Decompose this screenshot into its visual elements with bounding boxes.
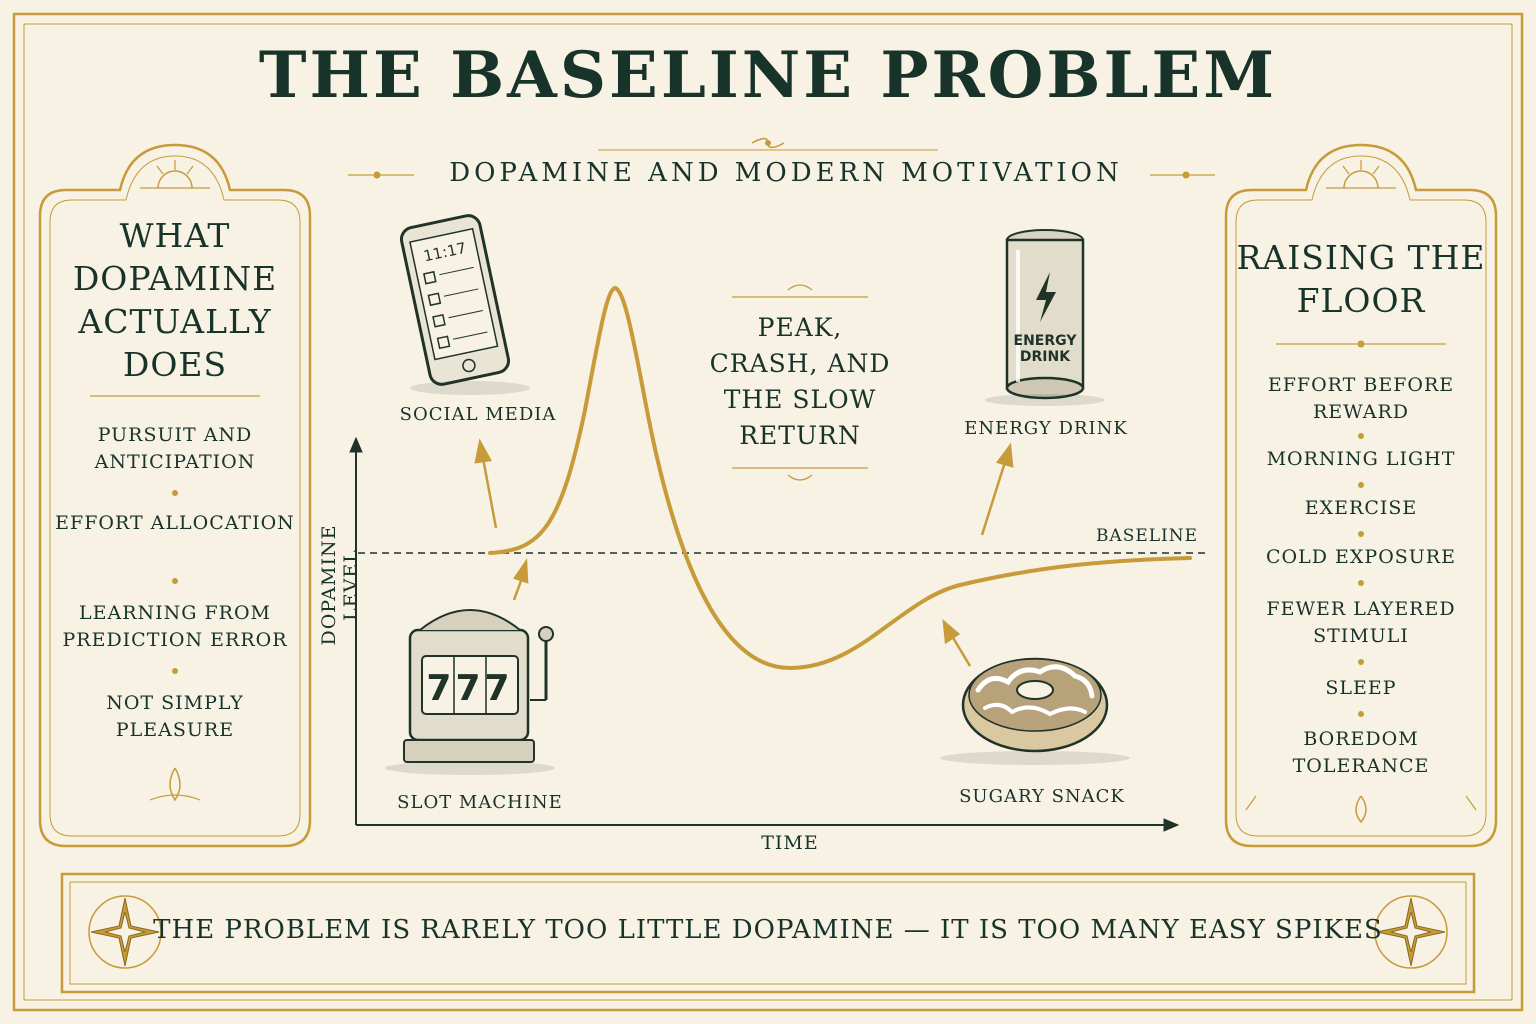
- social-media-label: SOCIAL MEDIA: [399, 404, 557, 425]
- baseline-label: BASELINE: [1095, 526, 1199, 546]
- left-panel-frame: [38, 143, 312, 848]
- right-list-dot: [1358, 711, 1364, 717]
- y-axis-label: DOPAMINE LEVEL: [318, 524, 362, 646]
- dopamine-curve: [488, 285, 1192, 671]
- x-axis-label: TIME: [761, 832, 819, 854]
- left-list-item: NOT SIMPLY PLEASURE: [106, 692, 244, 741]
- energy-drink-label: ENERGY DRINK: [964, 418, 1128, 439]
- sugary-snack-icon: [961, 657, 1109, 753]
- right-list-item: COLD EXPOSURE: [1266, 546, 1456, 568]
- center-title-ornament: [732, 284, 868, 481]
- arrows: [474, 438, 1014, 667]
- left-list-dot: [172, 578, 178, 584]
- left-list-item: EFFORT ALLOCATION: [55, 512, 295, 534]
- right-list-item: FEWER LAYERED STIMULI: [1266, 598, 1456, 647]
- slot-machine-label: SLOT MACHINE: [397, 792, 563, 813]
- center-title: PEAK, CRASH, AND THE SLOW RETURN: [709, 313, 891, 450]
- right-list-item: SLEEP: [1325, 677, 1397, 699]
- right-list-item: MORNING LIGHT: [1266, 448, 1456, 470]
- subtitle-ornament: [348, 137, 1215, 179]
- footer-frame: [60, 872, 1476, 994]
- slot-reels: 777: [426, 668, 513, 709]
- right-list-dot: [1358, 433, 1364, 439]
- page-subtitle: DOPAMINE AND MODERN MOTIVATION: [449, 158, 1123, 188]
- sugary-snack-label: SUGARY SNACK: [959, 786, 1125, 807]
- left-list-item: PURSUIT AND ANTICIPATION: [94, 424, 256, 473]
- right-list-dot: [1358, 659, 1364, 665]
- left-list-dot: [172, 490, 178, 496]
- right-panel-frame: [1224, 143, 1498, 848]
- left-list-dot: [172, 668, 178, 674]
- left-list-item: LEARNING FROM PREDICTION ERROR: [62, 602, 288, 651]
- right-list-item: EFFORT BEFORE REWARD: [1267, 374, 1455, 423]
- slot-machine-icon: 777: [403, 609, 554, 763]
- left-panel-title: WHAT DOPAMINE ACTUALLY DOES: [72, 216, 278, 384]
- right-list-dot: [1358, 482, 1364, 488]
- social-media-icon: 11:17: [399, 214, 511, 386]
- chart-axes: [349, 436, 1180, 832]
- right-panel-title: RAISING THE FLOOR: [1236, 238, 1486, 320]
- right-list-item: EXERCISE: [1304, 497, 1418, 519]
- footer-text: THE PROBLEM IS RARELY TOO LITTLE DOPAMIN…: [153, 915, 1383, 945]
- page-title: THE BASELINE PROBLEM: [258, 38, 1278, 113]
- compass-right-icon: [1376, 897, 1446, 967]
- right-list-dot: [1358, 580, 1364, 586]
- right-list-dot: [1358, 531, 1364, 537]
- right-list-item: BOREDOM TOLERANCE: [1292, 728, 1430, 777]
- compass-left-icon: [90, 897, 160, 967]
